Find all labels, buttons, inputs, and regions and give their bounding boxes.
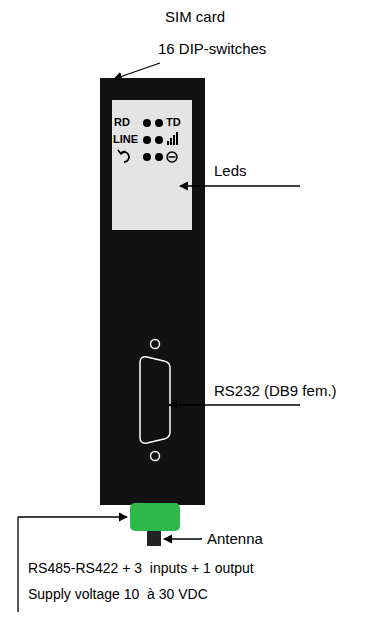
connector-note: Supply voltage 10 à 30 VDC	[28, 586, 208, 602]
return-icon-head	[118, 150, 125, 154]
connector-note: RS485-RS422 + 3 inputs + 1 output	[28, 560, 254, 576]
led-panel	[112, 100, 192, 230]
callout-label: 16 DIP-switches	[158, 40, 266, 57]
antenna-connector	[147, 531, 161, 546]
device-housing	[100, 78, 205, 505]
leader-lines	[18, 63, 300, 612]
minus-icon	[167, 152, 177, 162]
led-name: RD	[114, 116, 130, 129]
callout-label: Leds	[214, 162, 247, 179]
callout-label: SIM card	[165, 8, 225, 25]
db9-connector	[140, 340, 170, 461]
led-dots	[143, 119, 163, 161]
led-name: TD	[166, 116, 181, 129]
callout-label: RS232 (DB9 fem.)	[214, 382, 337, 399]
led-name: LINE	[113, 133, 138, 146]
signal-icon	[167, 132, 178, 145]
terminal-block	[130, 503, 180, 531]
callout-label: Antenna	[207, 530, 263, 547]
